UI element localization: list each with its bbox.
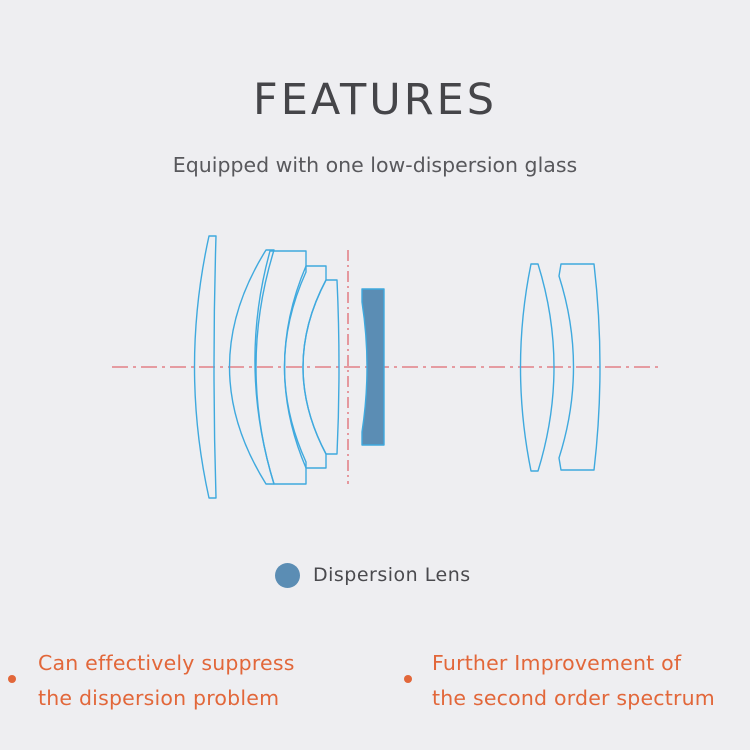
page-subtitle: Equipped with one low-dispersion glass (172, 153, 578, 177)
lens-element-8 (558, 263, 601, 471)
lens-element-5 (302, 279, 340, 455)
feature-bullet-2 (404, 675, 412, 683)
legend-label: Dispersion Lens (313, 564, 471, 586)
page-title: FEATURES (252, 75, 498, 125)
dispersion-legend-dot (275, 562, 300, 588)
feature-bullet-1 (8, 675, 16, 683)
feature-2-line-2: the second order spectrum (432, 686, 715, 710)
feature-1-line-1: Can effectively suppress (38, 651, 295, 675)
dispersion-lens (361, 288, 385, 446)
feature-1-line-2: the dispersion problem (38, 686, 280, 710)
legend: Dispersion Lens (275, 560, 471, 590)
feature-2: Further Improvement of the second order … (432, 646, 715, 716)
lens-element-2 (228, 249, 275, 485)
lens-element-3 (254, 250, 307, 485)
lens-element-7 (519, 263, 555, 472)
lens-element-1 (193, 235, 217, 499)
feature-1: Can effectively suppress the dispersion … (38, 646, 295, 716)
feature-2-line-1: Further Improvement of (432, 651, 682, 675)
